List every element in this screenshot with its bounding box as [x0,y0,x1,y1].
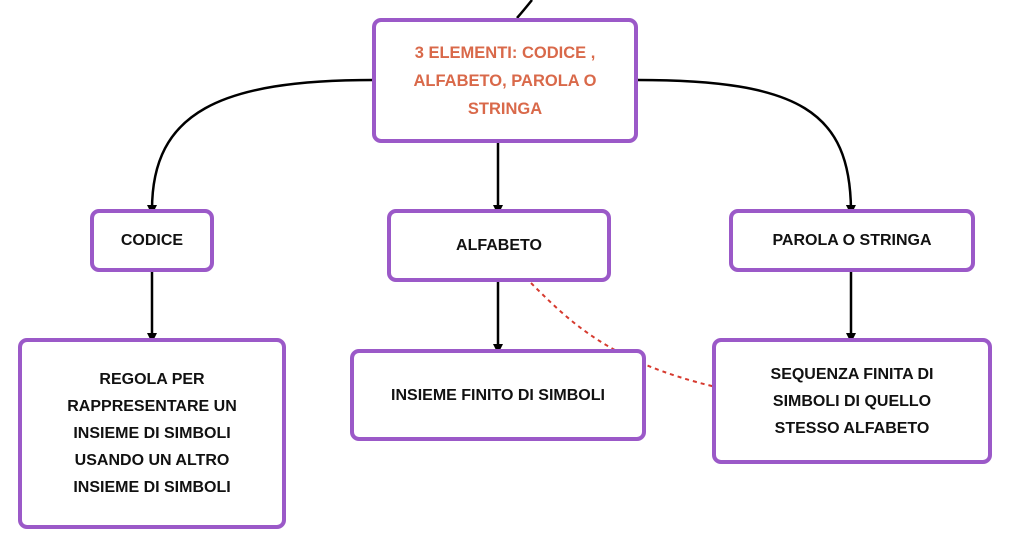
codice-node-label: CODICE [120,232,184,249]
alfabeto-definition-label: INSIEME FINITO DI SIMBOLI [391,386,605,404]
alfabeto-node[interactable]: ALFABETO [387,209,611,282]
parola-node[interactable]: PAROLA O STRINGA [729,209,975,272]
codice-node[interactable]: CODICE [90,209,214,272]
parola-node-label: PAROLA O STRINGA [772,232,932,249]
alfabeto-node-label: ALFABETO [456,237,542,254]
connector-root-parola [636,78,856,215]
connector-root-codice [147,78,375,215]
incoming-connector [516,0,533,19]
cross-link-alfabeto-parola-def [530,282,717,388]
alfabeto-definition-node[interactable]: INSIEME FINITO DI SIMBOLI [350,349,646,441]
